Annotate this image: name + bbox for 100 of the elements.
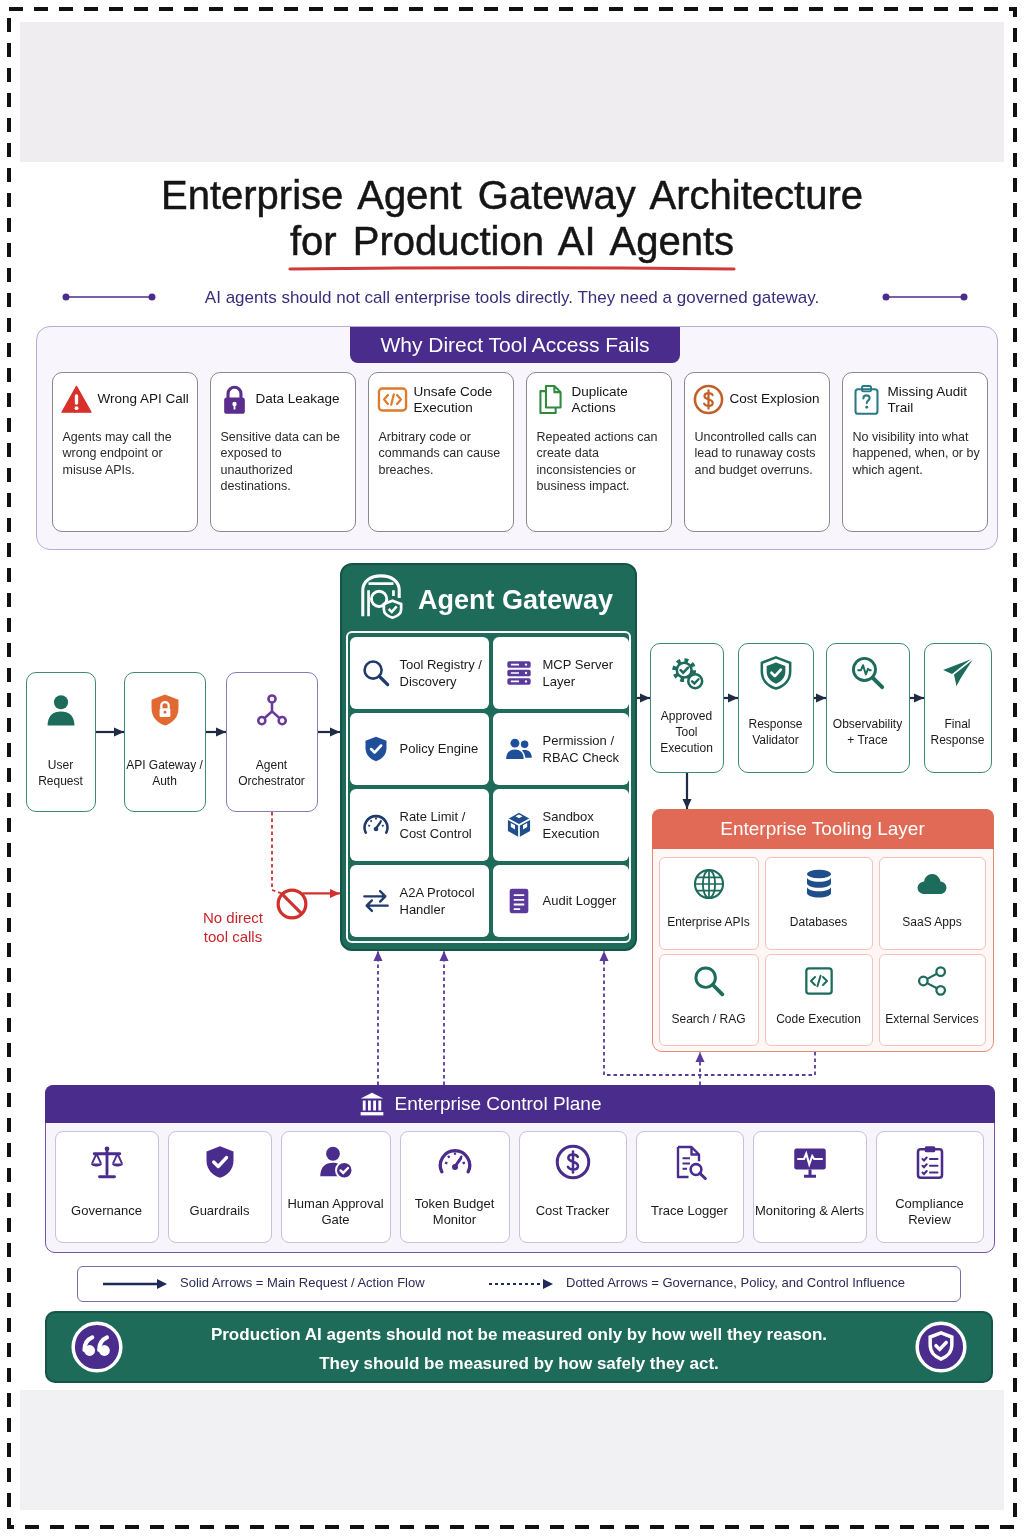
control-tile: [167, 1130, 272, 1243]
dotted-arrow: [599, 950, 816, 1076]
arrow: [910, 693, 924, 703]
control-tile: [635, 1130, 744, 1243]
component-card: [349, 636, 489, 709]
problem-card: [51, 371, 198, 532]
tile-label: Cost Tracker: [535, 1202, 610, 1219]
tile-label: Guardrails: [189, 1202, 250, 1219]
tool-tile: [878, 856, 986, 950]
component-label: A2A Protocol Handler: [399, 883, 476, 918]
quote-banner: [45, 1311, 993, 1383]
title: Enterprise Agent Gateway Architecture for Production AI Agents: [160, 172, 864, 264]
arrow: [637, 693, 650, 703]
process-box: [738, 643, 814, 773]
box-label: Observability + Trace: [831, 716, 904, 748]
legend-text: Solid Arrows = Main Request / Action Flow: [180, 1274, 425, 1291]
problem-card: [841, 371, 988, 532]
card-description: Uncontrolled calls can lead to runaway costs and budget overruns.: [694, 428, 818, 478]
control-tile: [280, 1130, 391, 1243]
arrow: [318, 727, 340, 737]
box-label: API Gateway / Auth: [126, 757, 203, 789]
card-title: Cost Explosion: [729, 390, 820, 407]
section-tab: Why Direct Tool Access Fails: [350, 327, 680, 363]
card-description: No visibility into what happened, when, or by which agent.: [852, 428, 981, 478]
arrow: [206, 727, 226, 737]
box-label: Agent Orchestrator: [237, 757, 306, 789]
process-box: [650, 643, 724, 773]
tile-label: Trace Logger: [651, 1202, 728, 1219]
control-tile: [54, 1130, 159, 1243]
problem-card: [367, 371, 514, 532]
problem-card: [683, 371, 830, 532]
quote-text: Production AI agents should not be measured only by how well they reason.: [210, 1324, 828, 1346]
tool-tile: [878, 953, 986, 1046]
tool-tile: [764, 856, 873, 950]
card-description: Repeated actions can create data inconsistencies or business impact.: [536, 428, 659, 495]
process-box: [124, 672, 206, 812]
dotted-arrow: [373, 950, 383, 1086]
process-box: [826, 643, 910, 773]
control-tile: [875, 1130, 984, 1243]
box-label: User Request: [37, 757, 84, 789]
no-entry-icon: [276, 888, 308, 920]
card-title: Data Leakage: [255, 390, 340, 407]
subtitle: AI agents should not call enterprise tools directly. They need a governed gateway.: [204, 287, 820, 309]
legend-text: Dotted Arrows = Governance, Policy, and Control Influence: [566, 1274, 906, 1291]
arrow: [814, 693, 826, 703]
problem-card: [209, 371, 356, 532]
component-label: Policy Engine: [399, 739, 479, 757]
component-label: Sandbox Execution: [542, 807, 601, 842]
card-description: Agents may call the wrong endpoint or misuse APIs.: [62, 428, 173, 478]
control-tile: [752, 1130, 867, 1243]
dotted-arrow: [439, 950, 449, 1086]
control-plane-panel: [45, 1085, 995, 1253]
control-tile: [518, 1130, 627, 1243]
card-title: Missing Audit Trail: [887, 383, 969, 416]
card-description: Sensitive data can be exposed to unauthorized destinations.: [220, 428, 342, 495]
box-label: Approved Tool Execution: [659, 708, 714, 756]
tool-tile: [658, 953, 759, 1046]
process-box: [226, 672, 318, 812]
tile-label: External Services: [885, 1011, 979, 1027]
section-header: Enterprise Tooling Layer: [651, 808, 994, 849]
tool-tile: [764, 953, 873, 1046]
component-label: Rate Limit / Cost Control: [399, 807, 473, 842]
card-title: Duplicate Actions: [571, 383, 629, 416]
component-card: [492, 864, 629, 937]
process-box: [924, 643, 992, 773]
card-title: Unsafe Code Execution: [413, 383, 494, 416]
arrow: [96, 727, 124, 737]
section-panel: [36, 326, 998, 550]
problem-card: [525, 371, 672, 532]
card-title: Wrong API Call: [97, 390, 189, 407]
arrow: [302, 888, 340, 898]
tile-label: Token Budget Monitor: [413, 1195, 496, 1228]
note-text: No direct tool calls: [202, 908, 264, 946]
panel-title: Agent Gateway: [418, 584, 614, 616]
tile-label: Enterprise APIs: [667, 914, 750, 930]
component-card: [492, 712, 629, 785]
component-card: [349, 788, 489, 861]
tooling-layer-panel: [652, 809, 994, 1052]
tile-label: Databases: [789, 914, 848, 930]
box-label: Response Validator: [747, 716, 804, 748]
tile-label: Monitoring & Alerts: [754, 1202, 865, 1219]
component-card: [492, 636, 629, 709]
process-box: [26, 672, 96, 812]
tile-label: Human Approval Gate: [286, 1195, 385, 1228]
component-label: Audit Logger: [542, 891, 617, 909]
component-card: [349, 712, 489, 785]
tile-label: SaaS Apps: [902, 914, 962, 930]
gateway-panel: [340, 563, 637, 951]
dotted-arrow: [695, 1051, 705, 1086]
tile-label: Governance: [71, 1202, 142, 1219]
component-label: Tool Registry / Discovery: [399, 655, 483, 690]
control-tile: [399, 1130, 510, 1243]
component-card: [349, 864, 489, 937]
dotted-connector-line: [271, 811, 283, 895]
tool-tile: [658, 856, 759, 950]
arrow: [724, 693, 738, 703]
tile-label: Compliance Review: [894, 1195, 965, 1228]
component-label: Permission / RBAC Check: [542, 731, 621, 766]
component-card: [492, 788, 629, 861]
card-description: Arbitrary code or commands can cause breaches.: [378, 428, 502, 478]
